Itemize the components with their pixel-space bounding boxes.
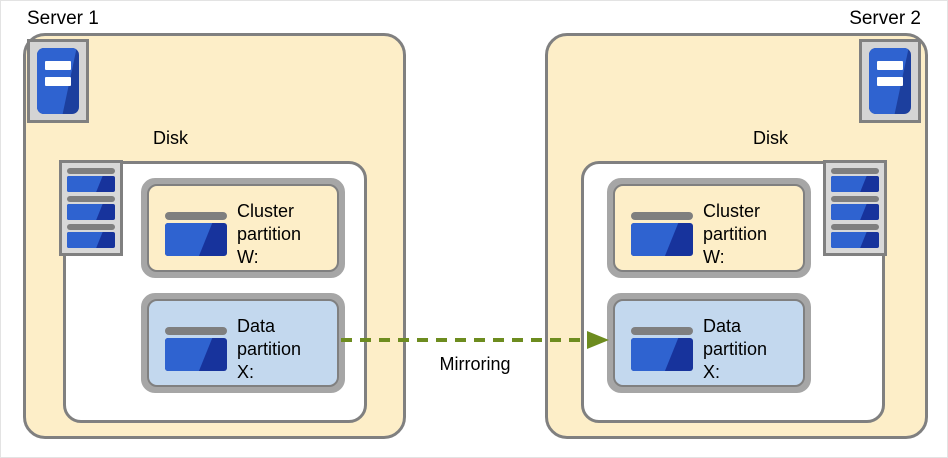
drive-cap [67,168,115,174]
data-partition-text: Data partition X: [703,315,767,384]
server-icon-chassis [37,48,79,114]
disk-stack-icon [823,160,887,256]
drive-cap [67,196,115,202]
partition-line-2: partition [703,339,768,359]
drive-body [831,204,879,220]
server-icon-chassis [869,48,911,114]
server-icon-bar-1 [877,61,903,70]
drive-body [831,176,879,192]
partition-line-1: Cluster [703,201,761,221]
server-icon-bar-1 [45,61,71,70]
drive-icon [165,327,227,371]
drive-body [67,232,115,248]
drive-body [67,176,115,192]
drive-cap [831,168,879,174]
disk-stack-drive-1 [831,168,879,192]
server-1-label: Server 1 [27,8,99,29]
cluster-partition-inner: Cluster partition W: [147,184,339,272]
data-partition-text: Data partition X: [237,315,301,384]
partition-line-3: X: [703,362,721,382]
partition-line-2: partition [237,224,302,244]
drive-body [631,223,693,256]
disk-stack-icon [59,160,123,256]
data-partition-box[interactable]: Data partition X: [141,293,345,393]
partition-line-2: partition [703,224,768,244]
drive-cap [831,224,879,230]
partition-line-2: partition [237,339,302,359]
drive-icon [631,327,693,371]
disk-stack-drive-3 [831,224,879,248]
partition-line-1: Cluster [237,201,295,221]
drive-cap [631,327,693,335]
drive-cap [67,224,115,230]
disk-stack-drive-1 [67,168,115,192]
partition-line-3: W: [703,247,725,267]
drive-icon [165,212,227,256]
drive-body [631,338,693,371]
mirroring-label: Mirroring [439,354,511,374]
disk-stack-drive-2 [67,196,115,220]
partition-line-3: X: [237,362,255,382]
cluster-partition-inner: Cluster partition W: [613,184,805,272]
data-partition-inner: Data partition X: [147,299,339,387]
cluster-partition-text: Cluster partition W: [237,200,301,269]
partition-line-3: W: [237,247,259,267]
drive-body [831,232,879,248]
server-icon [859,39,921,123]
drive-icon [631,212,693,256]
partition-line-1: Data [703,316,742,336]
drive-cap [165,212,227,220]
drive-body [165,338,227,371]
partition-line-1: Data [237,316,276,336]
server-2-label: Server 2 [849,8,921,29]
drive-body [67,204,115,220]
server-icon [27,39,89,123]
server-icon-bar-2 [45,77,71,86]
disk-stack-drive-3 [67,224,115,248]
drive-body [165,223,227,256]
drive-cap [831,196,879,202]
server-icon-bar-2 [877,77,903,86]
data-partition-inner: Data partition X: [613,299,805,387]
mirroring-arrow [341,331,609,349]
drive-cap [165,327,227,335]
disk-label: Disk [753,128,788,148]
cluster-partition-text: Cluster partition W: [703,200,767,269]
disk-stack-drive-2 [831,196,879,220]
cluster-partition-box[interactable]: Cluster partition W: [141,178,345,278]
cluster-partition-box[interactable]: Cluster partition W: [607,178,811,278]
data-partition-box[interactable]: Data partition X: [607,293,811,393]
disk-label: Disk [153,128,188,148]
drive-cap [631,212,693,220]
mirroring-arrow-head [587,331,609,349]
